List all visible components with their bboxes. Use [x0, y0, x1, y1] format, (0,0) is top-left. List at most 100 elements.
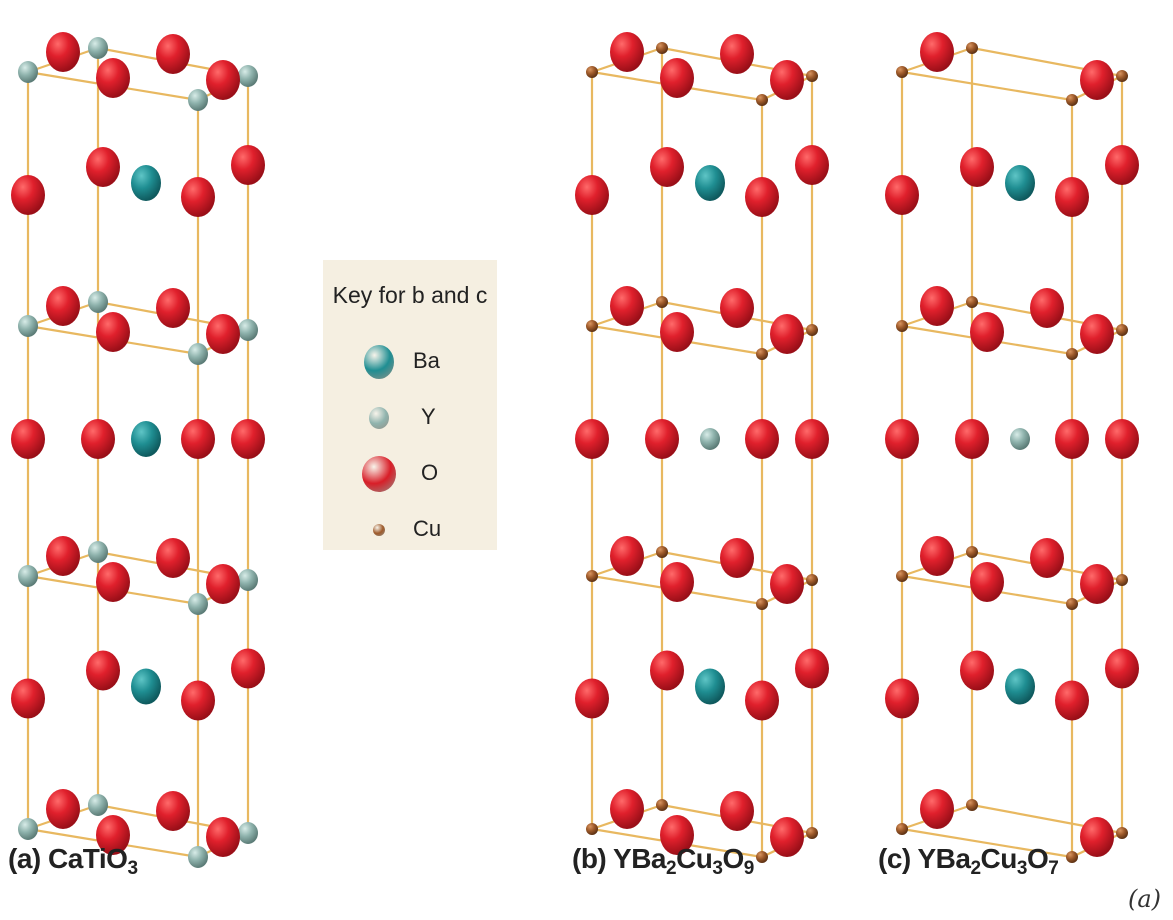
panel-a-y-atom — [88, 291, 108, 313]
legend-swatch-o — [362, 456, 396, 492]
legend-label-o: O — [421, 460, 439, 485]
panel-a-y-atom — [238, 822, 258, 844]
panel-a-oxygen-atom — [156, 538, 190, 578]
panel-a-ba-atom — [131, 421, 161, 457]
panel-c-oxygen-atom — [1055, 680, 1089, 721]
panel-b-oxygen-atom — [745, 177, 779, 217]
figure-marker: (a) — [1128, 885, 1162, 913]
panel-c-oxygen-atom — [1105, 648, 1139, 689]
panel-c-cu-atom — [896, 570, 908, 582]
panel-b-oxygen-atom — [720, 288, 754, 328]
panel-b-cu-atom — [586, 320, 598, 332]
panel-b-oxygen-atom — [795, 648, 829, 689]
panel-a-ba-atom — [131, 668, 161, 705]
panel-b-oxygen-atom — [795, 419, 829, 459]
panel-a-oxygen-atom — [181, 177, 215, 217]
panel-a-oxygen-atom — [46, 536, 80, 576]
legend-swatch-cu — [373, 524, 385, 536]
panel-a-y-atom — [188, 593, 208, 615]
panel-a-oxygen-atom — [231, 648, 265, 689]
caption-b: (b) YBa2Cu3O9 — [572, 843, 754, 879]
panel-b-cu-atom — [586, 66, 598, 78]
panel-a-y-atom — [88, 37, 108, 59]
panel-a-oxygen-atom — [46, 32, 80, 72]
panel-c-oxygen-atom — [1030, 538, 1064, 578]
legend-swatch-ba — [364, 345, 394, 379]
panel-a-y-atom — [238, 319, 258, 341]
panel-c-cu-atom — [1066, 598, 1078, 610]
panel-a-y-atom — [188, 846, 208, 868]
panel-c-cu-atom — [1066, 94, 1078, 106]
panel-c-oxygen-atom — [1080, 314, 1114, 354]
panel-b-cu-atom — [586, 823, 598, 835]
panel-c-oxygen-atom — [920, 789, 954, 829]
panel-c-oxygen-atom — [1055, 177, 1089, 217]
panel-a-y-atom — [88, 541, 108, 563]
panel-c-cu-atom — [966, 546, 978, 558]
legend-label-ba: Ba — [413, 348, 440, 373]
panel-a-oxygen-atom — [156, 34, 190, 74]
panel-b-oxygen-atom — [575, 419, 609, 459]
panel-a-oxygen-atom — [181, 419, 215, 459]
panel-b-cu-atom — [756, 598, 768, 610]
panel-c-cu-atom — [1066, 348, 1078, 360]
panel-c-oxygen-atom — [1030, 288, 1064, 328]
panel-c-oxygen-atom — [970, 312, 1004, 352]
panel-b-oxygen-atom — [610, 32, 644, 72]
panel-c-oxygen-atom — [955, 419, 989, 459]
panel-a-oxygen-atom — [86, 650, 120, 691]
panel-b-oxygen-atom — [645, 419, 679, 459]
panel-b-cu-atom — [806, 324, 818, 336]
legend-swatch-y — [369, 407, 389, 429]
panel-a-oxygen-atom — [231, 419, 265, 459]
panel-c-oxygen-atom — [1105, 145, 1139, 185]
panel-c-oxygen-atom — [1080, 60, 1114, 100]
panel-c-oxygen-atom — [885, 175, 919, 215]
panel-a-oxygen-atom — [206, 817, 240, 857]
panel-c-oxygen-atom — [920, 536, 954, 576]
panel-a-oxygen-atom — [86, 147, 120, 187]
panel-a-oxygen-atom — [11, 678, 45, 719]
legend-item-y: Y — [323, 398, 497, 438]
panel-c-cu-atom — [966, 799, 978, 811]
panel-a-oxygen-atom — [156, 791, 190, 831]
panel-a-oxygen-atom — [156, 288, 190, 328]
panel-b-oxygen-atom — [660, 815, 694, 855]
panel-a-oxygen-atom — [96, 312, 130, 352]
panel-b-cu-atom — [656, 799, 668, 811]
legend-item-ba: Ba — [323, 342, 497, 382]
panel-c-oxygen-atom — [920, 286, 954, 326]
panel-a-ba-atom — [131, 165, 161, 201]
panel-b-cu-atom — [806, 827, 818, 839]
panel-c-oxygen-atom — [960, 650, 994, 691]
panel-b-oxygen-atom — [770, 60, 804, 100]
panel-a-y-atom — [188, 343, 208, 365]
panel-a-oxygen-atom — [206, 564, 240, 604]
legend-label-cu: Cu — [413, 516, 442, 541]
legend-item-o: O — [323, 454, 497, 494]
panel-a-oxygen-atom — [96, 562, 130, 602]
panel-a-oxygen-atom — [11, 175, 45, 215]
panel-a-y-atom — [18, 818, 38, 840]
panel-c-oxygen-atom — [920, 32, 954, 72]
panel-c-oxygen-atom — [885, 678, 919, 719]
panel-b-oxygen-atom — [610, 286, 644, 326]
panel-a-y-atom — [88, 794, 108, 816]
panel-c-cu-atom — [1116, 70, 1128, 82]
panel-c-oxygen-atom — [1080, 817, 1114, 857]
panel-b-cu-atom — [806, 574, 818, 586]
legend-title: Key for b and c — [332, 282, 488, 308]
panel-b-oxygen-atom — [650, 650, 684, 691]
panel-c-oxygen-atom — [1080, 564, 1114, 604]
panel-b-cu-atom — [656, 42, 668, 54]
panel-c-cu-atom — [896, 66, 908, 78]
panel-a-y-atom — [18, 61, 38, 83]
panel-b-oxygen-atom — [770, 817, 804, 857]
panel-a-oxygen-atom — [231, 145, 265, 185]
panel-b-cu-atom — [756, 348, 768, 360]
panel-b-ba-atom — [695, 165, 725, 201]
panel-b-oxygen-atom — [575, 175, 609, 215]
panel-a-oxygen-atom — [11, 419, 45, 459]
panel-c-cu-atom — [1116, 827, 1128, 839]
panel-b-cu-atom — [806, 70, 818, 82]
